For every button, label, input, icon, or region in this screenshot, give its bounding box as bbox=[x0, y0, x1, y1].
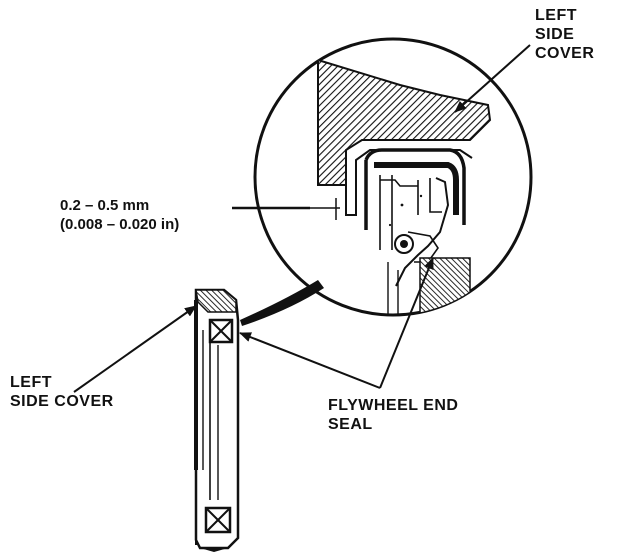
cover-side-view bbox=[194, 288, 240, 552]
label-flywheel-end-seal: FLYWHEEL END SEAL bbox=[328, 396, 458, 434]
label-left-side-cover-top: LEFT SIDE COVER bbox=[535, 6, 594, 63]
label-line: (0.008 – 0.020 in) bbox=[60, 216, 180, 233]
seal-case bbox=[364, 148, 466, 230]
cover-section-hatched bbox=[317, 58, 492, 186]
label-line: SIDE bbox=[535, 26, 575, 43]
label-line: LEFT bbox=[10, 374, 52, 391]
label-left-side-cover-bottom: LEFT SIDE COVER bbox=[10, 373, 114, 411]
label-line: 0.2 – 0.5 mm bbox=[60, 197, 150, 214]
leader-arrow-bottom-cover bbox=[73, 305, 197, 393]
label-line: LEFT bbox=[535, 7, 577, 24]
leader-arrows-seal bbox=[239, 257, 434, 389]
seal-lip bbox=[395, 177, 450, 287]
label-line: COVER bbox=[535, 45, 595, 62]
label-line: FLYWHEEL END bbox=[328, 397, 459, 414]
label-measurement: 0.2 – 0.5 mm (0.008 – 0.020 in) bbox=[60, 196, 179, 234]
leader-arrow-top-cover bbox=[454, 44, 531, 113]
detail-callout-funnel bbox=[240, 280, 324, 326]
label-line: SEAL bbox=[328, 416, 373, 433]
label-line: SIDE COVER bbox=[10, 393, 114, 410]
measurement-leader bbox=[232, 198, 340, 220]
